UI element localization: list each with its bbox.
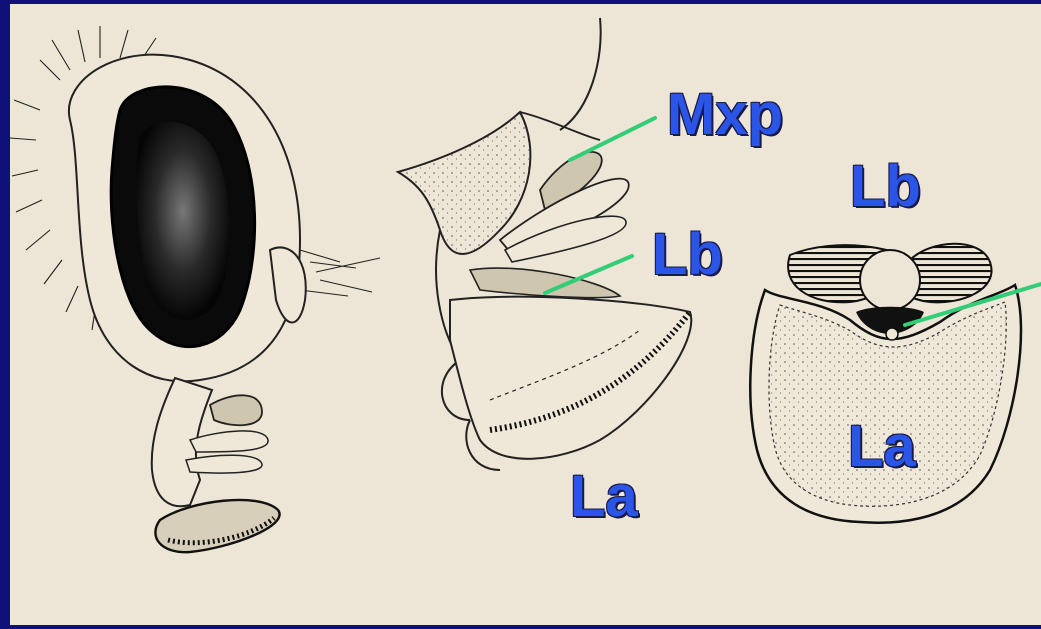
label-lb-middle: Lb — [652, 226, 723, 284]
maxillary-palp — [210, 395, 262, 425]
mxp-pointer — [570, 118, 655, 160]
label-la-middle: La — [570, 468, 638, 526]
fly-head-drawing — [10, 26, 380, 552]
proboscis-cross-section — [750, 244, 1021, 523]
proboscis-lateral-drawing — [398, 18, 691, 470]
labellum-mid — [450, 297, 691, 459]
label-mxp: Mxp — [667, 86, 783, 144]
label-la-right: La — [848, 418, 916, 476]
label-lb-right: Lb — [850, 158, 921, 216]
